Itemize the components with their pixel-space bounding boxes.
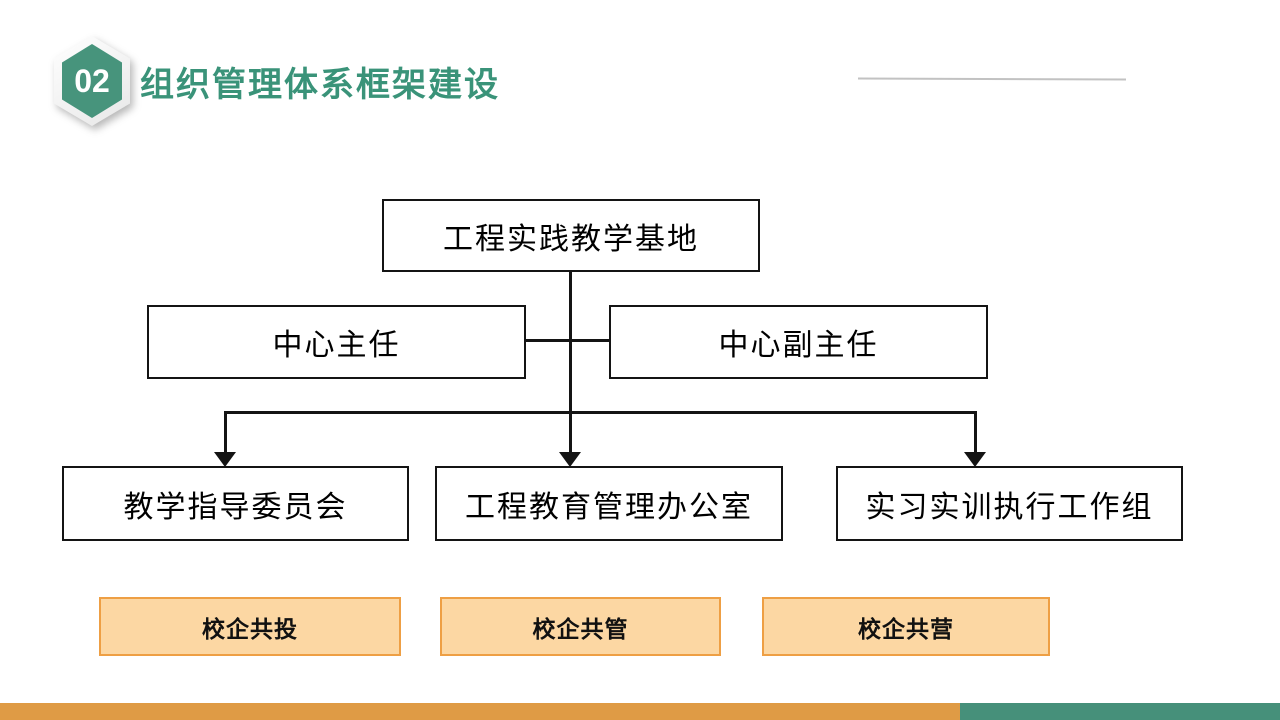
connector-trunk	[569, 269, 572, 454]
org-node-director: 中心主任	[147, 305, 526, 379]
decorative-line	[857, 77, 1127, 81]
footer-tag-joint-operation: 校企共营	[762, 597, 1050, 656]
page-title: 组织管理体系框架建设	[140, 66, 500, 104]
section-number-badge: 02	[54, 36, 130, 126]
org-node-management-office: 工程教育管理办公室	[435, 466, 783, 541]
footer-tag-joint-investment: 校企共投	[99, 597, 401, 656]
arrow-down-icon	[214, 452, 236, 467]
bottom-bar-green	[960, 703, 1280, 720]
org-node-root: 工程实践教学基地	[382, 199, 760, 272]
connector-distribution	[224, 411, 977, 414]
bottom-bar-orange	[0, 703, 960, 720]
org-node-training-workgroup: 实习实训执行工作组	[836, 466, 1183, 541]
connector-drop-right	[974, 411, 977, 454]
arrow-down-icon	[559, 452, 581, 467]
section-number: 02	[74, 62, 110, 99]
connector-drop-left	[224, 411, 227, 454]
arrow-down-icon	[964, 452, 986, 467]
footer-tag-joint-management: 校企共管	[440, 597, 721, 656]
org-node-teaching-committee: 教学指导委员会	[62, 466, 409, 541]
connector-level2	[524, 339, 611, 342]
org-node-deputy-director: 中心副主任	[609, 305, 988, 379]
